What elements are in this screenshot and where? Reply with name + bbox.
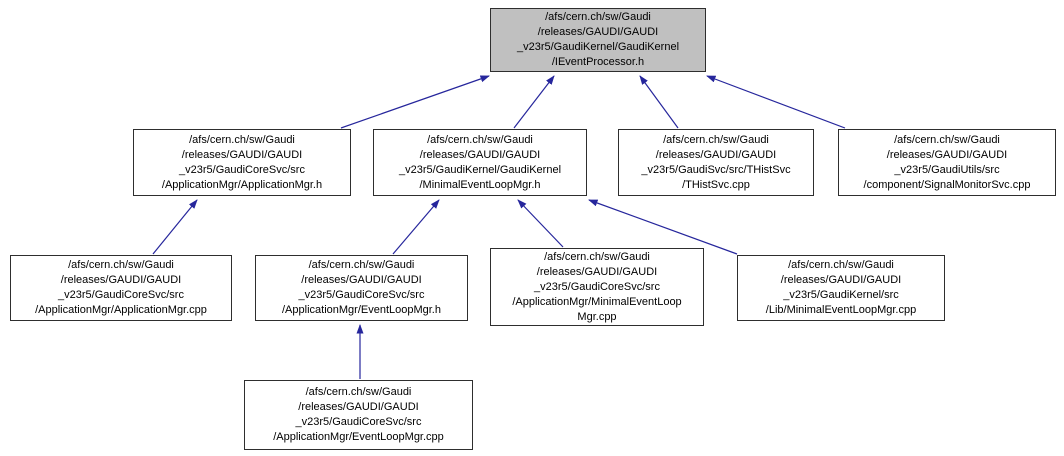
- node-applicationmgr-cpp[interactable]: /afs/cern.ch/sw/Gaudi /releases/GAUDI/GA…: [10, 255, 232, 321]
- node-label-line: _v23r5/GaudiCoreSvc/src: [179, 163, 305, 176]
- node-label-line: _v23r5/GaudiCoreSvc/src: [295, 416, 422, 428]
- node-label-line: _v23r5/GaudiCoreSvc/src: [298, 289, 425, 301]
- node-label-line: /Lib/MinimalEventLoopMgr.cpp: [765, 304, 917, 316]
- edge-applicationmgr-cpp-to-applicationmgr-h: [152, 199, 198, 255]
- node-label-line: /releases/GAUDI/GAUDI: [655, 148, 777, 161]
- node-label-line: /afs/cern.ch/sw/Gaudi: [894, 133, 1000, 146]
- edge-minimaleventloopmgr-h-to-ieventprocessor-h: [513, 75, 555, 129]
- node-label-line: /afs/cern.ch/sw/Gaudi: [427, 133, 533, 146]
- node-label-line: /THistSvc.cpp: [682, 178, 750, 191]
- edge-thistsvc-cpp-to-ieventprocessor-h: [639, 75, 679, 129]
- node-label-line: Mgr.cpp: [577, 310, 617, 323]
- node-label-line: /releases/GAUDI/GAUDI: [419, 148, 541, 161]
- node-label-line: /IEventProcessor.h: [551, 56, 645, 68]
- node-signalmonitorsvc-cpp[interactable]: /afs/cern.ch/sw/Gaudi /releases/GAUDI/GA…: [838, 129, 1056, 196]
- node-ieventprocessor-h[interactable]: /afs/cern.ch/sw/Gaudi /releases/GAUDI/GA…: [490, 8, 706, 72]
- node-label-line: /afs/cern.ch/sw/Gaudi: [189, 133, 295, 146]
- node-label-line: _v23r5/GaudiCoreSvc/src: [534, 280, 660, 293]
- edge-applicationmgr-h-to-ieventprocessor-h: [340, 75, 490, 129]
- node-eventloopmgr-h[interactable]: /afs/cern.ch/sw/Gaudi /releases/GAUDI/GA…: [255, 255, 468, 321]
- node-label-line: _v23r5/GaudiCoreSvc/src: [58, 289, 184, 301]
- node-label-line: /MinimalEventLoopMgr.h: [419, 178, 541, 191]
- node-label-line: /afs/cern.ch/sw/Gaudi: [544, 250, 650, 263]
- node-label-line: _v23r5/GaudiKernel/src: [783, 289, 899, 301]
- edge-signalmonitorsvc-cpp-to-ieventprocessor-h: [706, 75, 846, 129]
- node-label-line: _v23r5/GaudiSvc/src/THistSvc: [641, 163, 791, 176]
- node-label-line: /releases/GAUDI/GAUDI: [181, 148, 303, 161]
- node-label-line: /releases/GAUDI/GAUDI: [537, 26, 659, 38]
- node-label-line: _v23r5/GaudiKernel/GaudiKernel: [398, 163, 562, 176]
- node-label-line: /ApplicationMgr/ApplicationMgr.h: [161, 178, 323, 191]
- node-label-line: /ApplicationMgr/EventLoopMgr.h: [282, 304, 441, 316]
- node-label-line: /afs/cern.ch/sw/Gaudi: [788, 259, 894, 271]
- node-applicationmgr-h[interactable]: /afs/cern.ch/sw/Gaudi /releases/GAUDI/GA…: [133, 129, 351, 196]
- node-thistsvc-cpp[interactable]: /afs/cern.ch/sw/Gaudi /releases/GAUDI/GA…: [618, 129, 814, 196]
- node-appmgr-minimaleventloopmgr-cpp[interactable]: /afs/cern.ch/sw/Gaudi /releases/GAUDI/GA…: [490, 248, 704, 326]
- node-label-line: /releases/GAUDI/GAUDI: [298, 401, 419, 413]
- node-label-line: _v23r5/GaudiUtils/src: [894, 163, 1000, 176]
- node-label-line: /releases/GAUDI/GAUDI: [301, 274, 422, 286]
- edge-eventloopmgr-h-to-minimaleventloopmgr-h: [392, 199, 440, 255]
- node-label-line: /releases/GAUDI/GAUDI: [780, 274, 902, 286]
- edge-lib-minimaleventloopmgr-cpp-to-minimaleventloopmgr-h: [588, 199, 738, 255]
- node-label-line: /ApplicationMgr/ApplicationMgr.cpp: [35, 304, 207, 316]
- node-minimaleventloopmgr-h[interactable]: /afs/cern.ch/sw/Gaudi /releases/GAUDI/GA…: [373, 129, 587, 196]
- node-label-line: /ApplicationMgr/EventLoopMgr.cpp: [273, 431, 444, 443]
- node-lib-minimaleventloopmgr-cpp[interactable]: /afs/cern.ch/sw/Gaudi /releases/GAUDI/GA…: [737, 255, 945, 321]
- node-label-line: /ApplicationMgr/MinimalEventLoop: [512, 295, 682, 308]
- node-label-line: /afs/cern.ch/sw/Gaudi: [545, 11, 651, 23]
- node-label-line: /afs/cern.ch/sw/Gaudi: [68, 259, 174, 271]
- node-label-line: /releases/GAUDI/GAUDI: [536, 265, 658, 278]
- node-label-line: _v23r5/GaudiKernel/GaudiKernel: [516, 41, 680, 53]
- node-eventloopmgr-cpp[interactable]: /afs/cern.ch/sw/Gaudi /releases/GAUDI/GA…: [244, 380, 473, 450]
- node-label-line: /releases/GAUDI/GAUDI: [886, 148, 1008, 161]
- edge-appmgr-minimaleventloopmgr-cpp-to-minimaleventloopmgr-h: [517, 199, 564, 248]
- node-label-line: /afs/cern.ch/sw/Gaudi: [308, 259, 415, 271]
- node-label-line: /component/SignalMonitorSvc.cpp: [863, 178, 1031, 191]
- node-label-line: /afs/cern.ch/sw/Gaudi: [305, 386, 412, 398]
- node-label-line: /afs/cern.ch/sw/Gaudi: [663, 133, 769, 146]
- node-label-line: /releases/GAUDI/GAUDI: [60, 274, 182, 286]
